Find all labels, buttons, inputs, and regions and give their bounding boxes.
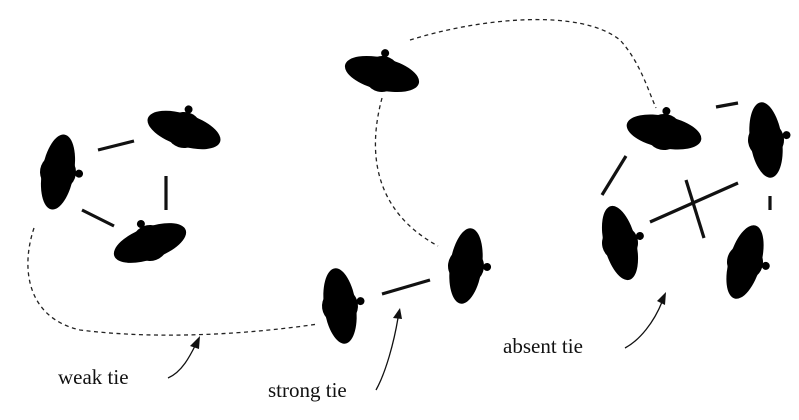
strong-tie-label: strong tie — [268, 378, 347, 402]
person-middle-left — [316, 264, 371, 347]
weak-tie-label: weak tie — [58, 365, 129, 389]
strong-tie-right-left — [600, 155, 628, 196]
person-right-group-bottom-left — [593, 200, 654, 285]
weak-tie-line-top — [409, 18, 657, 109]
weak-tie-line-left — [27, 227, 319, 336]
strong-tie-right-top — [715, 101, 739, 109]
weak-tie-arrow — [167, 336, 200, 379]
person-right-group-bottom-right — [717, 220, 780, 306]
absent-tie-arrow — [624, 292, 666, 349]
weak-tie-line-middle — [374, 97, 439, 247]
absent-tie-label: absent tie — [503, 334, 583, 358]
person-middle-top — [340, 40, 425, 101]
person-middle-right — [442, 225, 497, 308]
strong-tie-middle — [381, 278, 431, 296]
person-left-group-c — [105, 206, 192, 273]
person-right-group-top-right — [742, 98, 797, 181]
person-right-group-top-left — [623, 99, 707, 158]
person-left-group-b — [142, 94, 228, 159]
strong-tie-right-diagonal-b — [684, 179, 706, 239]
strong-tie-left-ac — [81, 208, 115, 228]
strong-tie-arrow — [375, 308, 402, 391]
strong-tie-left-ab — [97, 139, 135, 152]
person-left-group-a — [33, 131, 90, 214]
